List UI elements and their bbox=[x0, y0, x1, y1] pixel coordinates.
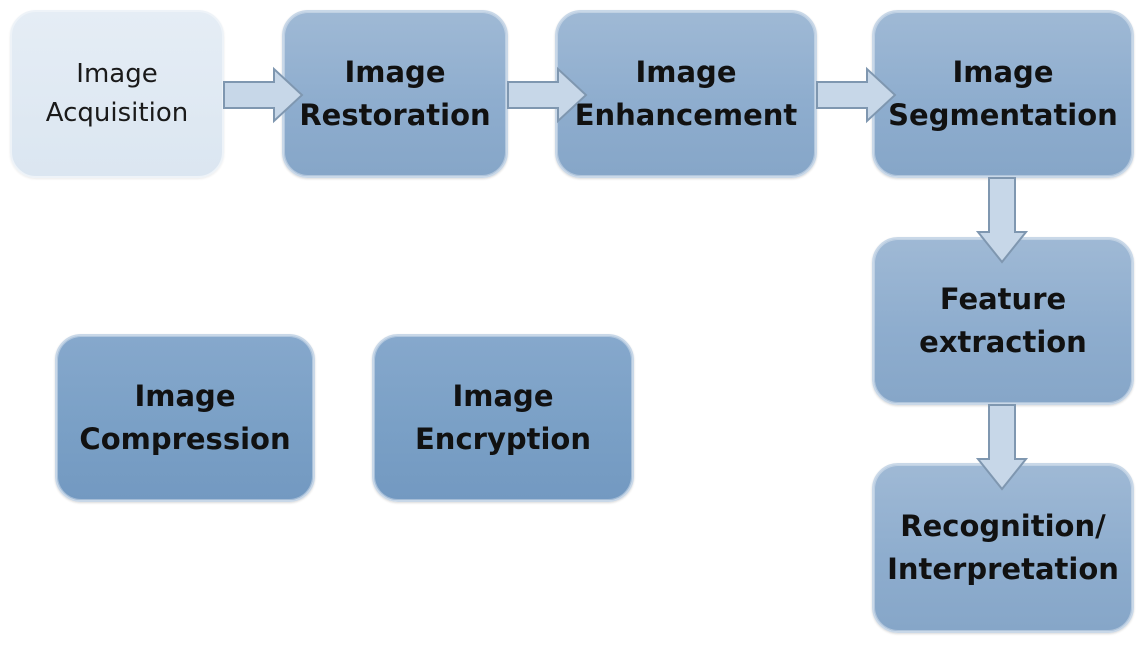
node-image-enhancement: Image Enhancement bbox=[555, 10, 817, 178]
node-label-line1: Image bbox=[452, 378, 554, 413]
node-label-line1: Image bbox=[344, 54, 446, 89]
node-label-line2: Acquisition bbox=[45, 98, 189, 128]
node-label-line2: Interpretation bbox=[887, 552, 1119, 586]
node-label-line2: Compression bbox=[79, 422, 291, 456]
node-feature-extraction: Feature extraction bbox=[872, 237, 1134, 405]
node-label-line1: Recognition/ bbox=[900, 508, 1106, 543]
arrow-feature-to-recognition bbox=[975, 404, 1029, 491]
node-label-line2: Segmentation bbox=[888, 98, 1118, 132]
node-label-line2: Enhancement bbox=[574, 98, 798, 132]
node-label-line1: Feature bbox=[939, 281, 1067, 316]
node-image-restoration: Image Restoration bbox=[282, 10, 508, 178]
arrow-acquisition-to-restoration bbox=[223, 66, 304, 124]
node-image-encryption: Image Encryption bbox=[372, 334, 634, 502]
node-label-line1: Image bbox=[635, 54, 737, 89]
node-label-line1: Image bbox=[134, 378, 236, 413]
node-label-line2: Encryption bbox=[415, 422, 591, 456]
node-label-line1: Image bbox=[76, 59, 158, 89]
node-image-acquisition: Image Acquisition bbox=[10, 10, 224, 178]
arrow-restoration-to-enhancement bbox=[507, 66, 588, 124]
node-label-line1: Image bbox=[952, 54, 1054, 89]
node-label-line2: extraction bbox=[919, 325, 1087, 359]
arrow-segmentation-to-feature bbox=[975, 177, 1029, 264]
node-label-line2: Restoration bbox=[299, 98, 491, 132]
node-image-compression: Image Compression bbox=[55, 334, 315, 502]
arrow-enhancement-to-segmentation bbox=[816, 66, 897, 124]
node-image-segmentation: Image Segmentation bbox=[872, 10, 1134, 178]
